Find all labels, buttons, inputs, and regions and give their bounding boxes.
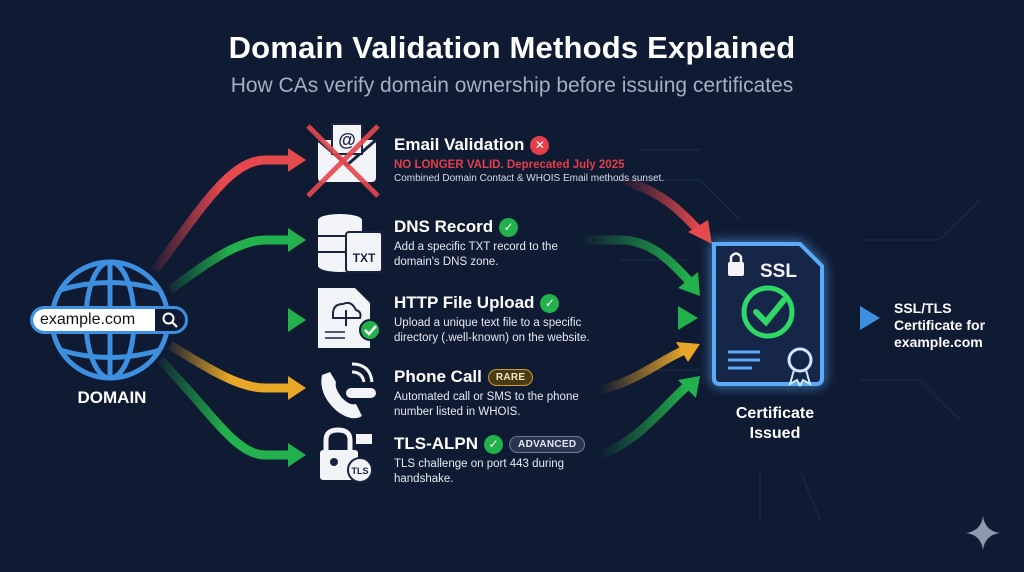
- method-name: HTTP File Upload: [394, 293, 535, 312]
- svg-text:@: @: [338, 130, 356, 150]
- email-crossed-icon: @: [306, 123, 380, 198]
- method-description-line1: TLS challenge on port 443 during: [394, 458, 565, 470]
- domain-search-input[interactable]: example.com: [33, 309, 155, 331]
- x-circle-icon: ✕: [530, 135, 550, 155]
- svg-text:TXT: TXT: [353, 251, 376, 265]
- method-name: DNS Record: [394, 217, 494, 236]
- page-subtitle: How CAs verify domain ownership before i…: [230, 74, 794, 97]
- result-line2: Certificate for: [894, 317, 986, 333]
- method-http-file-upload: HTTP File Upload ✓ Upload a unique text …: [394, 292, 590, 346]
- domain-label: DOMAIN: [77, 388, 147, 407]
- method-name: TLS-ALPN: [394, 434, 479, 453]
- method-description: Combined Domain Contact & WHOIS Email me…: [394, 173, 665, 184]
- search-icon[interactable]: [155, 309, 185, 331]
- advanced-badge: ADVANCED: [509, 435, 586, 453]
- result-line1: SSL/TLS: [894, 300, 952, 316]
- deprecation-warning: NO LONGER VALID. Deprecated July 2025: [394, 159, 625, 171]
- certificate-issued-label: Certificate Issued: [700, 404, 850, 444]
- method-description-line2: directory (.well-known) on the website.: [394, 332, 590, 344]
- method-description-line2: number listed in WHOIS.: [394, 406, 521, 418]
- method-description-line1: Upload a unique text file to a specific: [394, 317, 582, 329]
- method-name: Email Validation: [394, 135, 525, 154]
- file-upload-icon: [318, 288, 381, 348]
- check-circle-icon: ✓: [499, 217, 519, 237]
- result-label: SSL/TLS Certificate for example.com: [894, 300, 985, 351]
- method-tls-alpn: TLS-ALPN ✓ ADVANCED TLS challenge on por…: [394, 433, 586, 487]
- page-title: Domain Validation Methods Explained: [228, 30, 796, 65]
- method-description-line1: Add a specific TXT record to the: [394, 241, 558, 253]
- check-circle-icon: ✓: [540, 293, 560, 313]
- dns-txt-icon: TXT: [318, 214, 383, 273]
- method-dns-record: DNS Record ✓ Add a specific TXT record t…: [394, 216, 558, 270]
- phone-icon: [321, 362, 376, 419]
- domain-search-bar[interactable]: example.com: [30, 306, 188, 334]
- method-description-line2: handshake.: [394, 473, 454, 485]
- method-phone-call: Phone Call RARE Automated call or SMS to…: [394, 366, 579, 420]
- rare-badge: RARE: [487, 368, 534, 386]
- method-email-validation: Email Validation ✕ NO LONGER VALID. Depr…: [394, 134, 664, 184]
- ssl-certificate-icon: SSL: [712, 242, 824, 387]
- method-description-line2: domain's DNS zone.: [394, 256, 499, 268]
- svg-text:SSL: SSL: [760, 261, 797, 282]
- method-name: Phone Call: [394, 367, 482, 386]
- svg-text:TLS: TLS: [352, 466, 369, 476]
- method-description-line1: Automated call or SMS to the phone: [394, 391, 579, 403]
- certificate-label-line2: Issued: [749, 425, 801, 442]
- sparkle-icon: [964, 514, 1002, 557]
- lock-tls-icon: TLS: [320, 427, 373, 483]
- check-circle-icon: ✓: [484, 434, 504, 454]
- certificate-label-line1: Certificate: [735, 405, 815, 422]
- result-line3: example.com: [894, 334, 983, 350]
